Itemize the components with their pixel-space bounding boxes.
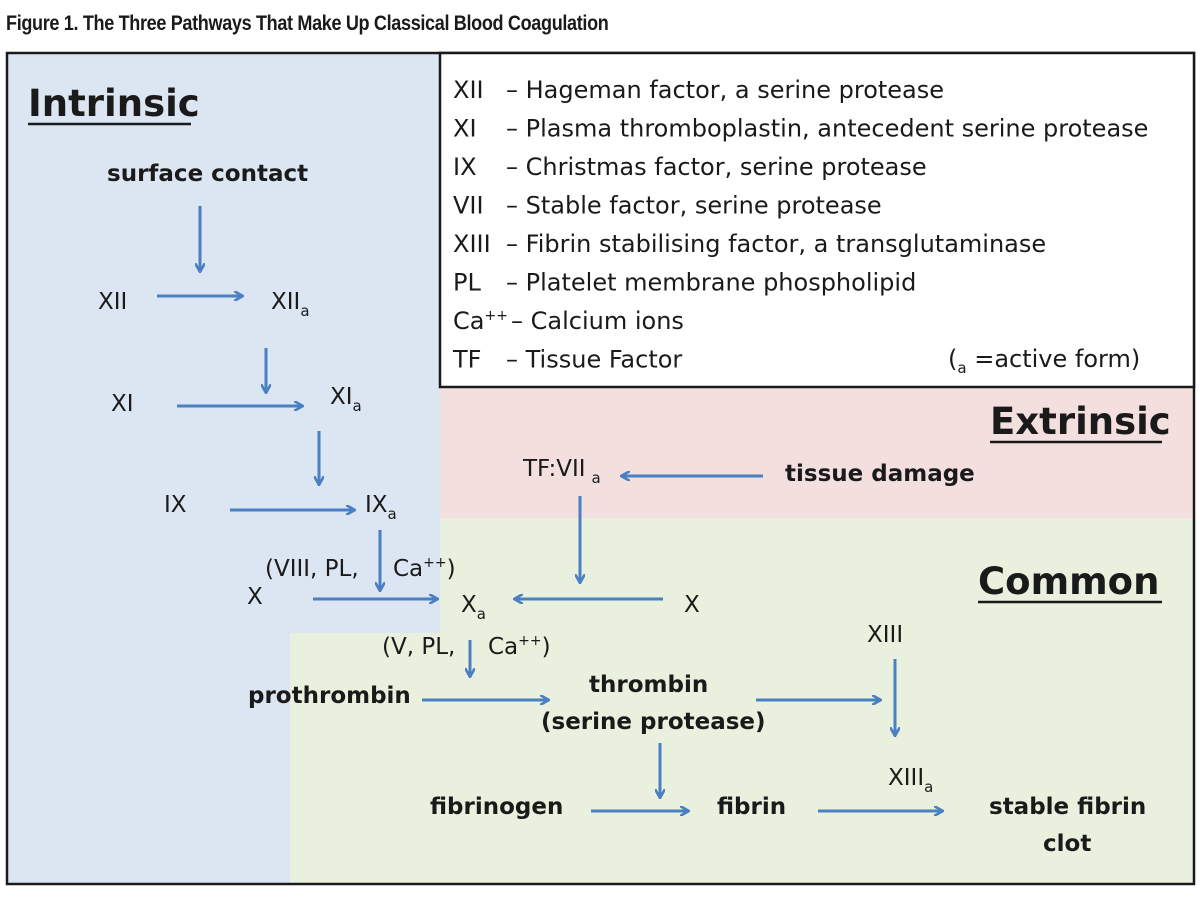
serine-protease-label: (serine protease) (541, 709, 766, 735)
stable-fibrin-label: stable fibrin (989, 794, 1146, 820)
pathway-arrows (157, 206, 942, 811)
cofactors-viii-label: (VIII, PL, (265, 556, 359, 582)
factor-xia-label: XIa (330, 384, 362, 415)
factor-x-extrinsic-label: X (684, 592, 700, 618)
legend-box: XII – Hageman factor, a serine proteaseXI… (438, 51, 1196, 389)
factor-xiia-label: XIIa (271, 289, 310, 320)
cofactors-ca-label: Ca++) (393, 555, 456, 582)
factor-xiiia-label: XIIIa (888, 765, 933, 796)
legend-description: – Stable factor, serine protease (506, 192, 882, 220)
prothrombin-label: prothrombin (248, 683, 411, 709)
fibrinogen-label: fibrinogen (430, 794, 563, 820)
clot-label: clot (1043, 831, 1091, 857)
factor-ixa-label: IXa (365, 492, 397, 523)
legend-code: XII (453, 76, 484, 104)
factor-ix-label: IX (164, 492, 187, 518)
cofactors-v-label: (V, PL, (382, 634, 455, 660)
legend-description: – Plasma thromboplastin, antecedent seri… (506, 115, 1148, 143)
legend-description: – Fibrin stabilising factor, a transglut… (506, 230, 1046, 258)
legend-code: PL (453, 269, 481, 297)
factor-xi-label: XI (111, 391, 134, 417)
legend-code: VII (453, 192, 484, 220)
factor-xii-label: XII (98, 289, 127, 315)
common-heading: Common (978, 560, 1159, 603)
factor-x-intrinsic-label: X (247, 584, 263, 610)
legend-description: – Platelet membrane phospholipid (506, 269, 916, 297)
tissue-damage-label: tissue damage (785, 461, 975, 487)
legend-code: XI (453, 115, 477, 143)
legend-code: XIII (453, 230, 491, 258)
legend-description: – Tissue Factor (506, 346, 682, 374)
factor-xa-label: Xa (461, 592, 486, 623)
common-region (290, 518, 1194, 884)
intrinsic-heading: Intrinsic (28, 82, 200, 125)
thrombin-label: thrombin (589, 672, 708, 698)
legend-code: Ca++ (453, 307, 508, 335)
factor-xiii-label: XIII (867, 622, 903, 648)
figure-title: Figure 1. The Three Pathways That Make U… (6, 12, 609, 35)
fibrin-label: fibrin (717, 794, 786, 820)
extrinsic-heading: Extrinsic (990, 400, 1171, 443)
legend-description: – Hageman factor, a serine protease (506, 76, 944, 104)
legend-description: – Christmas factor, serine protease (506, 153, 927, 181)
extrinsic-region (440, 387, 1194, 518)
intrinsic-region (7, 53, 440, 884)
legend-note: (a =active form) (948, 345, 1140, 377)
cofactors-ca2-label: Ca++) (488, 633, 551, 660)
surface-contact-label: surface contact (107, 161, 308, 187)
legend-code: IX (453, 153, 477, 181)
legend-description: – Calcium ions (511, 307, 684, 335)
legend-code: TF (452, 346, 481, 374)
